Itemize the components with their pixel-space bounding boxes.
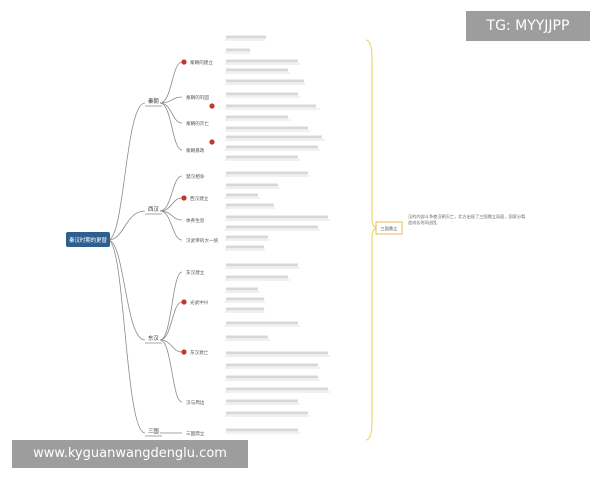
branch-qin: 秦朝 bbox=[148, 97, 159, 105]
marker-icon bbox=[181, 299, 187, 305]
connector-lines bbox=[107, 61, 183, 434]
node-donghan-4: 汉与周边 bbox=[186, 399, 205, 406]
node-donghan-1: 东汉建立 bbox=[186, 269, 205, 276]
leaf-text-blocks bbox=[226, 35, 328, 432]
side-note-body: 汉的内部斗争使汉朝灭亡，北方出现了三国鼎立局面，国家分裂造成长时间战乱 bbox=[408, 214, 525, 225]
node-sanguo-1: 三国鼎立 bbox=[186, 430, 205, 437]
node-qin-1: 秦朝的建立 bbox=[190, 59, 213, 66]
level1-nodes: 秦朝 西汉 东汉 三国 bbox=[145, 97, 162, 437]
summary-bracket bbox=[365, 39, 379, 441]
node-xihan-1: 楚汉相争 bbox=[186, 173, 205, 180]
node-xihan-3: 休养生息 bbox=[186, 217, 205, 224]
node-qin-2: 秦朝的巩固 bbox=[186, 94, 209, 101]
central-topic: 秦汉时期的更替 bbox=[69, 236, 107, 244]
side-note-box bbox=[375, 221, 403, 235]
marker-icon bbox=[181, 59, 187, 65]
central-topic-box bbox=[66, 232, 110, 247]
side-note-title: 三国鼎立 bbox=[381, 225, 398, 232]
leaf-lines bbox=[225, 39, 330, 434]
red-markers bbox=[181, 59, 215, 355]
marker-icon bbox=[209, 103, 215, 109]
marker-icon bbox=[181, 349, 187, 355]
watermark-top-right: TG: MYYJJPP bbox=[466, 11, 590, 41]
level2-nodes: 秦朝的建立 秦朝的巩固 秦朝的灭亡 秦朝暴政 楚汉相争 西汉建立 休养生息 汉武… bbox=[186, 59, 219, 437]
node-qin-4: 秦朝暴政 bbox=[186, 147, 205, 154]
branch-sanguo: 三国 bbox=[148, 428, 159, 435]
node-xihan-2: 西汉建立 bbox=[190, 195, 209, 202]
marker-icon bbox=[209, 139, 215, 145]
marker-icon bbox=[181, 195, 187, 201]
branch-donghan: 东汉 bbox=[148, 334, 159, 342]
node-qin-3: 秦朝的灭亡 bbox=[186, 120, 209, 127]
node-donghan-3: 东汉衰亡 bbox=[190, 349, 209, 356]
branch-xihan: 西汉 bbox=[148, 205, 159, 213]
node-donghan-2: 光武中兴 bbox=[190, 299, 209, 306]
watermark-bottom-left: www.kyguanwangdenglu.com bbox=[12, 440, 248, 468]
node-xihan-4: 汉武帝的大一统 bbox=[186, 237, 219, 244]
